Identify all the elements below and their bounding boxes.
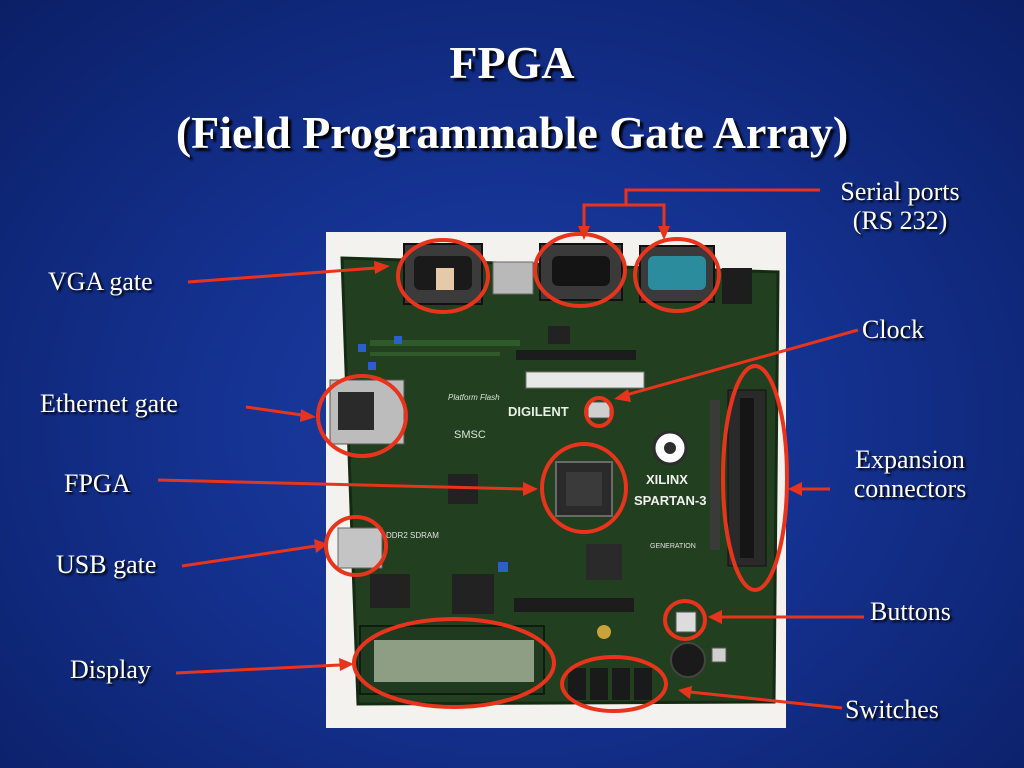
slide-title-line1: FPGA: [449, 37, 575, 88]
label-serial-line1: Serial ports: [840, 177, 960, 206]
board-chip-family-text: SPARTAN-3: [634, 493, 706, 508]
label-display: Display: [70, 655, 151, 684]
board-smsc-text: SMSC: [454, 429, 486, 441]
label-clock: Clock: [862, 315, 925, 344]
board-flash-text: Platform Flash: [448, 393, 500, 402]
push-button: [675, 611, 697, 633]
annotation-ellipses: [316, 232, 789, 713]
ellipse-fpga: [540, 442, 628, 534]
label-serial-line2: (RS 232): [852, 205, 948, 235]
ellipse-buttons: [663, 599, 707, 641]
slide-title-line2: (Field Programmable Gate Array): [175, 107, 849, 158]
label-fpga: FPGA: [64, 469, 131, 498]
ellipse-display: [352, 617, 556, 709]
ellipse-serial-2: [633, 237, 721, 313]
ellipse-vga: [396, 238, 490, 314]
label-expansion-connectors: Expansion connectors: [832, 445, 988, 503]
label-ethernet-gate: Ethernet gate: [40, 389, 178, 418]
leader-lines: [157, 188, 864, 710]
usb-connector: [337, 527, 383, 569]
ellipse-serial-1: [533, 232, 627, 308]
label-usb-gate: USB gate: [56, 550, 157, 579]
board-chip-brand-text: XILINX: [646, 472, 688, 487]
label-expansion-line1: Expansion: [855, 445, 965, 474]
slide-switches: [568, 668, 652, 700]
rotary-knob: [670, 642, 706, 678]
ellipse-usb: [324, 515, 388, 577]
board-ram-text: DDR2 SDRAM: [386, 531, 439, 540]
ellipse-clock: [584, 396, 614, 428]
ellipse-expansion: [721, 364, 789, 592]
label-vga-gate: VGA gate: [48, 267, 153, 296]
label-switches: Switches: [845, 695, 939, 724]
board-maker-text: DIGILENT: [508, 404, 569, 419]
fpga-board: DIGILENT Platform Flash SMSC XILINX SPAR…: [329, 243, 780, 706]
ellipse-ethernet: [316, 374, 408, 458]
label-serial-ports: Serial ports (RS 232): [818, 177, 982, 235]
label-expansion-line2: connectors: [853, 473, 967, 503]
board-generation-text: GENERATION: [650, 543, 696, 550]
label-buttons: Buttons: [870, 597, 951, 626]
ellipse-switches: [560, 655, 668, 713]
